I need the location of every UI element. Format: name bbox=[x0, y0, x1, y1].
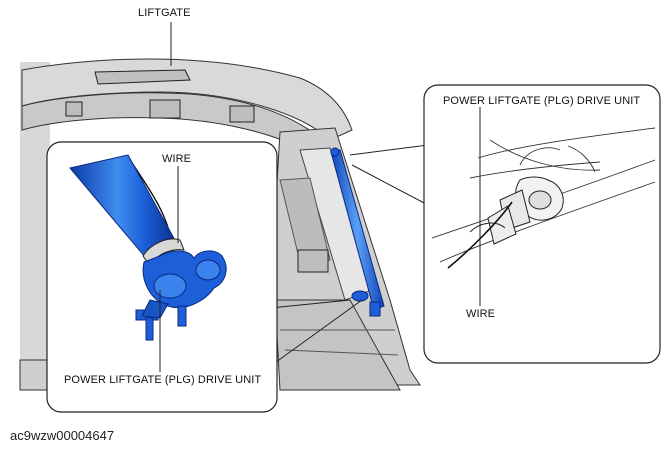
plg-drive-unit-on-vehicle bbox=[330, 147, 385, 317]
vehicle-rear-drawing bbox=[19, 58, 421, 391]
document-id: ac9wzw00004647 bbox=[10, 428, 115, 443]
right-detail-callout bbox=[349, 84, 661, 364]
left-detail-callout bbox=[46, 141, 363, 413]
plg-drive-unit-label-left: POWER LIFTGATE (PLG) DRIVE UNIT bbox=[64, 374, 262, 386]
wire-label-right: WIRE bbox=[466, 308, 496, 320]
wire-label-left: WIRE bbox=[162, 153, 192, 165]
plg-drive-unit-label-right: POWER LIFTGATE (PLG) DRIVE UNIT bbox=[443, 95, 641, 107]
liftgate-label: LIFTGATE bbox=[138, 7, 191, 19]
